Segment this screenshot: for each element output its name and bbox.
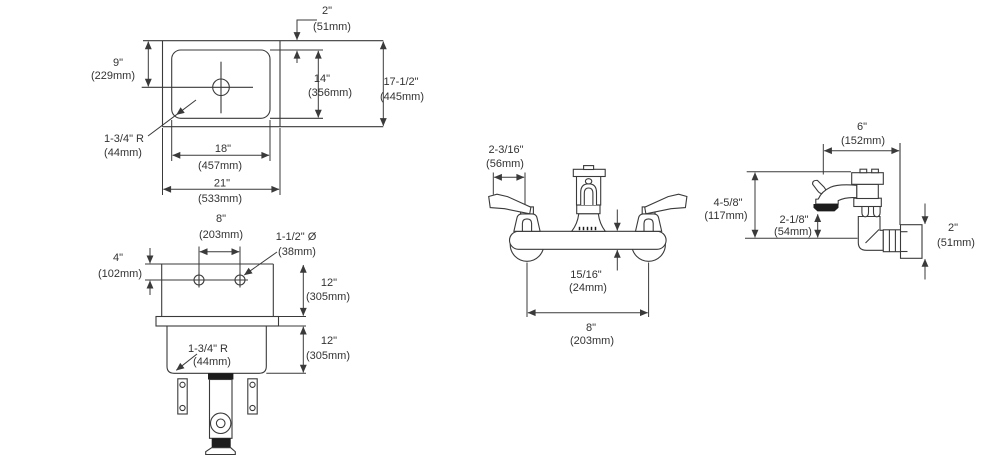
lever-handle-left	[488, 193, 532, 215]
radius-leader-tail	[147, 114, 177, 137]
mount-bracket-left	[177, 378, 188, 415]
vacuum-breaker-hood-outer	[580, 183, 598, 205]
dim-label: (445mm)	[380, 91, 424, 103]
dim-label: (229mm)	[91, 70, 135, 82]
dim-label: (203mm)	[199, 229, 243, 241]
cap-tab	[871, 168, 879, 174]
spout-cap	[572, 168, 606, 178]
dim-label: 18"	[215, 143, 231, 155]
dim-label: 1-3/4" R	[188, 343, 228, 355]
dim-label: 2-1/8"	[780, 214, 809, 226]
lever-handle-right	[644, 193, 688, 215]
bracket-hole	[249, 381, 256, 388]
dim-label: 15/16"	[570, 269, 602, 281]
valve-bonnet-left-window	[521, 218, 533, 232]
supply-elbow	[857, 215, 884, 251]
sink-rim-band	[155, 315, 280, 327]
dim-label: 2-3/16"	[488, 144, 523, 156]
dim-label: (533mm)	[198, 193, 242, 205]
dim-label: (54mm)	[774, 226, 812, 238]
spout-outlet-pad	[813, 204, 839, 212]
faucet-front-view: 2-3/16" (56mm) 15/16" (24mm) 8" (203mm)	[486, 144, 688, 347]
elbow-highlight	[865, 229, 880, 244]
valve-bonnet-right	[634, 213, 663, 232]
cap-tab	[859, 168, 868, 174]
spout-cap-knob	[583, 165, 595, 171]
dim-label: 4-5/8"	[714, 197, 743, 209]
hole-dia-leader	[244, 251, 278, 276]
faucet-side-view: 6" (152mm) 4-5/8" (117mm) 2-1/8" (54mm) …	[704, 121, 975, 280]
spout-base	[570, 213, 607, 232]
sink-top-view: 2" (51mm) 9" (229mm) 14" (356mm) 17-1/2"…	[91, 5, 424, 205]
dim-label: (117mm)	[704, 210, 747, 222]
dim-label: 2"	[948, 222, 958, 234]
dim-label: 9"	[113, 57, 123, 69]
spout-base-serrations	[578, 226, 597, 231]
faucet-body-bar	[508, 230, 667, 250]
dim-label: 14"	[314, 73, 330, 85]
dim-label: 6"	[857, 121, 867, 133]
valve-bonnet-left	[513, 213, 541, 232]
dim-label: (305mm)	[306, 291, 350, 303]
vacuum-breaker-hood-inner	[583, 187, 594, 205]
drain-gasket	[208, 373, 234, 380]
spout-arm-side	[815, 184, 858, 205]
spout-collar-side	[853, 197, 882, 208]
dim-label: (44mm)	[193, 356, 231, 368]
drain-flange-foot	[205, 447, 236, 456]
dim-label: (44mm)	[104, 147, 142, 159]
dim-label: (102mm)	[98, 268, 142, 280]
radius-leader-arrow	[176, 99, 197, 116]
coupling-wing	[872, 205, 881, 218]
dim-2in-leader	[293, 19, 317, 41]
drain-lower-band	[211, 438, 231, 448]
dim-label: 12"	[321, 277, 337, 289]
mount-bracket-right	[247, 378, 258, 415]
radius-leader-front	[175, 353, 198, 371]
union-nut	[882, 229, 903, 253]
bracket-hole	[249, 404, 256, 412]
dim-label: 1-1/2" Ø	[276, 231, 317, 243]
dim-label: (38mm)	[278, 246, 316, 258]
spout-nut	[576, 204, 601, 215]
drain-boss-outer	[209, 412, 232, 435]
dim-label: (56mm)	[486, 158, 524, 170]
dim-label: 12"	[321, 335, 337, 347]
wall-mount-plate	[899, 224, 923, 259]
dim-label: (457mm)	[198, 160, 242, 172]
dim-label: (51mm)	[937, 237, 975, 249]
dim-label: (356mm)	[308, 87, 352, 99]
bracket-hole	[179, 404, 186, 412]
dim-label: 17-1/2"	[383, 76, 418, 88]
dim-label: 2"	[322, 5, 332, 17]
dim-label: (152mm)	[841, 135, 885, 147]
sink-front-view: 8" (203mm) 1-1/2" Ø (38mm) 4" (102mm) 12…	[98, 213, 350, 456]
coupling-wing	[861, 205, 870, 218]
spout-column-side	[856, 183, 879, 200]
spout-cap-side	[851, 172, 884, 185]
dim-label: (24mm)	[569, 282, 607, 294]
dim-label: 8"	[586, 322, 596, 334]
dim-label: (203mm)	[570, 335, 614, 347]
dim-label: (51mm)	[313, 21, 351, 33]
bracket-hole	[179, 381, 186, 388]
dim-label: 1-3/4" R	[104, 133, 144, 145]
drain-boss-inner	[215, 418, 226, 429]
valve-bonnet-right-window	[643, 218, 654, 232]
hood-knob	[584, 178, 593, 185]
dim-label: 4"	[113, 252, 123, 264]
dim-label: (305mm)	[306, 350, 350, 362]
dim-label: 21"	[214, 178, 230, 190]
dim-label: 8"	[216, 213, 226, 225]
bowl-outline	[171, 49, 271, 119]
drain-hole	[212, 78, 230, 97]
